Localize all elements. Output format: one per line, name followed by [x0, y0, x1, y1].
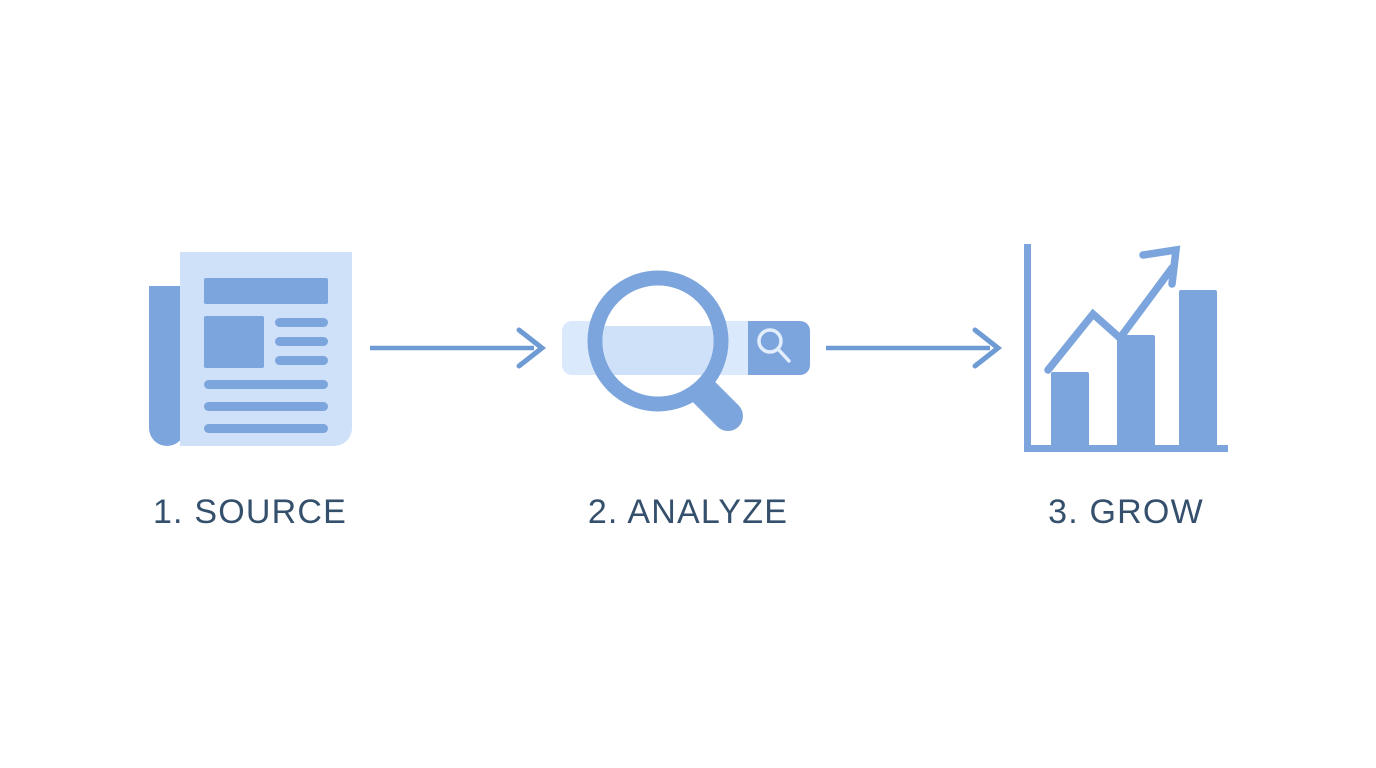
chart-trend-arrowhead	[1139, 245, 1181, 288]
chart-bar	[1179, 290, 1217, 447]
stage-label-grow: 3. GROW	[1048, 493, 1204, 531]
search-icon-handle	[776, 347, 791, 363]
newspaper-text-line	[204, 424, 328, 433]
arrow-head	[972, 327, 1003, 369]
arrow-stage-2-to-3	[826, 327, 1003, 369]
newspaper-text-line	[275, 318, 328, 327]
newspaper-spine	[149, 286, 185, 446]
magnifier-search-bar-icon	[562, 270, 810, 431]
chart-trend-line	[1044, 264, 1176, 374]
chart-bar	[1051, 372, 1089, 447]
stage-analyze: 2. ANALYZE	[538, 228, 838, 558]
chart-bar	[1117, 335, 1155, 447]
newspaper-text-line	[275, 356, 328, 365]
stage-source: 1. SOURCE	[100, 228, 400, 558]
newspaper-text-line	[275, 337, 328, 346]
newspaper-text-line	[204, 402, 328, 411]
search-icon	[757, 328, 783, 354]
arrow-head	[516, 327, 547, 369]
stage-grow: 3. GROW	[976, 228, 1276, 558]
magnifier-ring	[587, 270, 729, 412]
stage-label-source: 1. SOURCE	[152, 493, 348, 531]
chart-y-axis	[1024, 244, 1031, 452]
newspaper-photo-block	[204, 316, 264, 368]
bar-chart-growth-icon	[1024, 244, 1228, 452]
newspaper-icon	[149, 252, 352, 446]
stage-label-analyze: 2. ANALYZE	[587, 493, 789, 531]
arrow-stage-1-to-2	[370, 327, 547, 369]
magnifier-lens-content	[602, 326, 714, 375]
newspaper-headline-block	[204, 278, 328, 304]
newspaper-text-line	[204, 380, 328, 389]
